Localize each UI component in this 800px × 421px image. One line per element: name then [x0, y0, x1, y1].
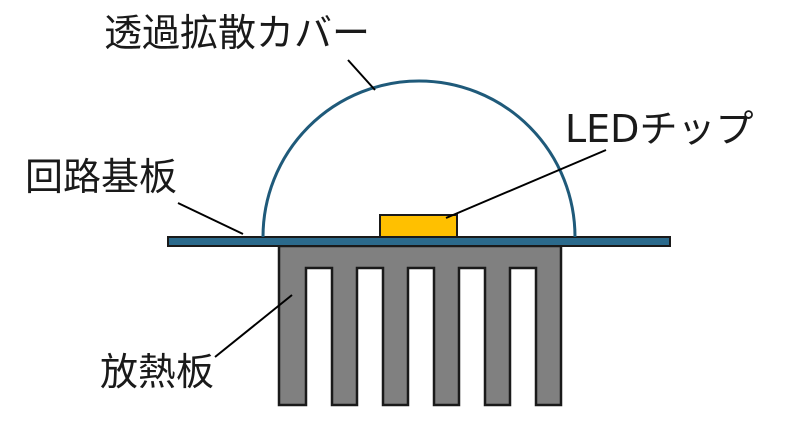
leader-line-heat-sink [214, 294, 293, 358]
leader-line-led-chip [445, 149, 607, 219]
heat-sink [277, 244, 563, 407]
label-circuit-board: 回路基板 [25, 155, 177, 199]
leader-line-diffuser-cover [347, 59, 376, 91]
label-diffuser-cover: 透過拡散カバー [104, 11, 370, 55]
label-led-chip: LEDチップ [565, 107, 753, 151]
led-chip [379, 214, 458, 238]
diffuser-dome [261, 79, 577, 238]
leader-line-circuit-board [177, 202, 244, 235]
circuit-board [167, 236, 671, 247]
label-heat-sink: 放熱板 [100, 350, 214, 394]
